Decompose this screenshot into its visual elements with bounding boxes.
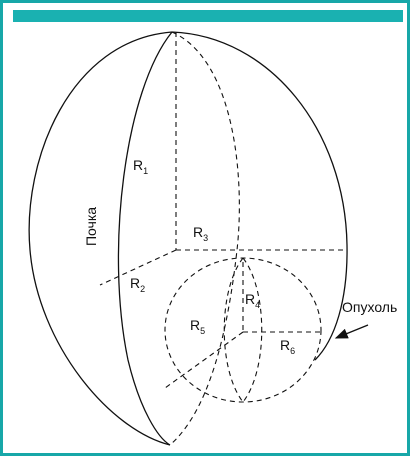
axis-r5	[164, 331, 244, 389]
kidney-outline	[28, 31, 348, 446]
top-rule	[13, 10, 403, 22]
front-meridian	[117, 31, 173, 446]
back-meridian	[169, 31, 240, 446]
label-r3: R3	[193, 224, 208, 243]
tumor-arrow	[334, 324, 369, 339]
tumor-label: Опухоль	[342, 299, 397, 315]
label-r6: R6	[280, 337, 295, 356]
label-r4: R4	[245, 291, 260, 310]
axis-r2	[99, 249, 177, 286]
kidney-label: Почка	[83, 207, 99, 246]
label-r2: R2	[130, 275, 145, 294]
label-r1: R1	[133, 157, 148, 176]
label-r5: R5	[190, 317, 205, 336]
